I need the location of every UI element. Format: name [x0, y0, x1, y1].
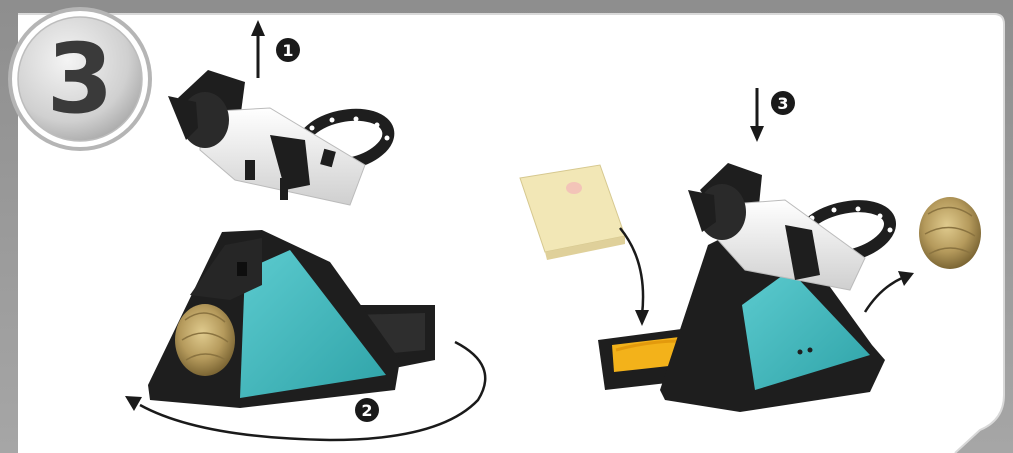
brass-wool-removed	[919, 197, 981, 269]
callout-3-label: 3	[777, 94, 788, 113]
insert-arrow	[750, 88, 764, 142]
wool-arrow	[865, 271, 914, 312]
callout-2-badge: 2	[355, 398, 379, 422]
brass-wool-left	[175, 304, 235, 376]
callout-2-label: 2	[361, 401, 372, 420]
callout-3-badge: 3	[771, 91, 795, 115]
callout-1-label: 1	[282, 41, 293, 60]
iron-holder-left	[168, 70, 365, 205]
sponge-dry	[520, 165, 625, 260]
step-number-badge: 3	[8, 7, 152, 151]
step-number: 3	[47, 23, 114, 135]
lift-arrow	[251, 20, 265, 78]
callout-1-badge: 1	[276, 38, 300, 62]
